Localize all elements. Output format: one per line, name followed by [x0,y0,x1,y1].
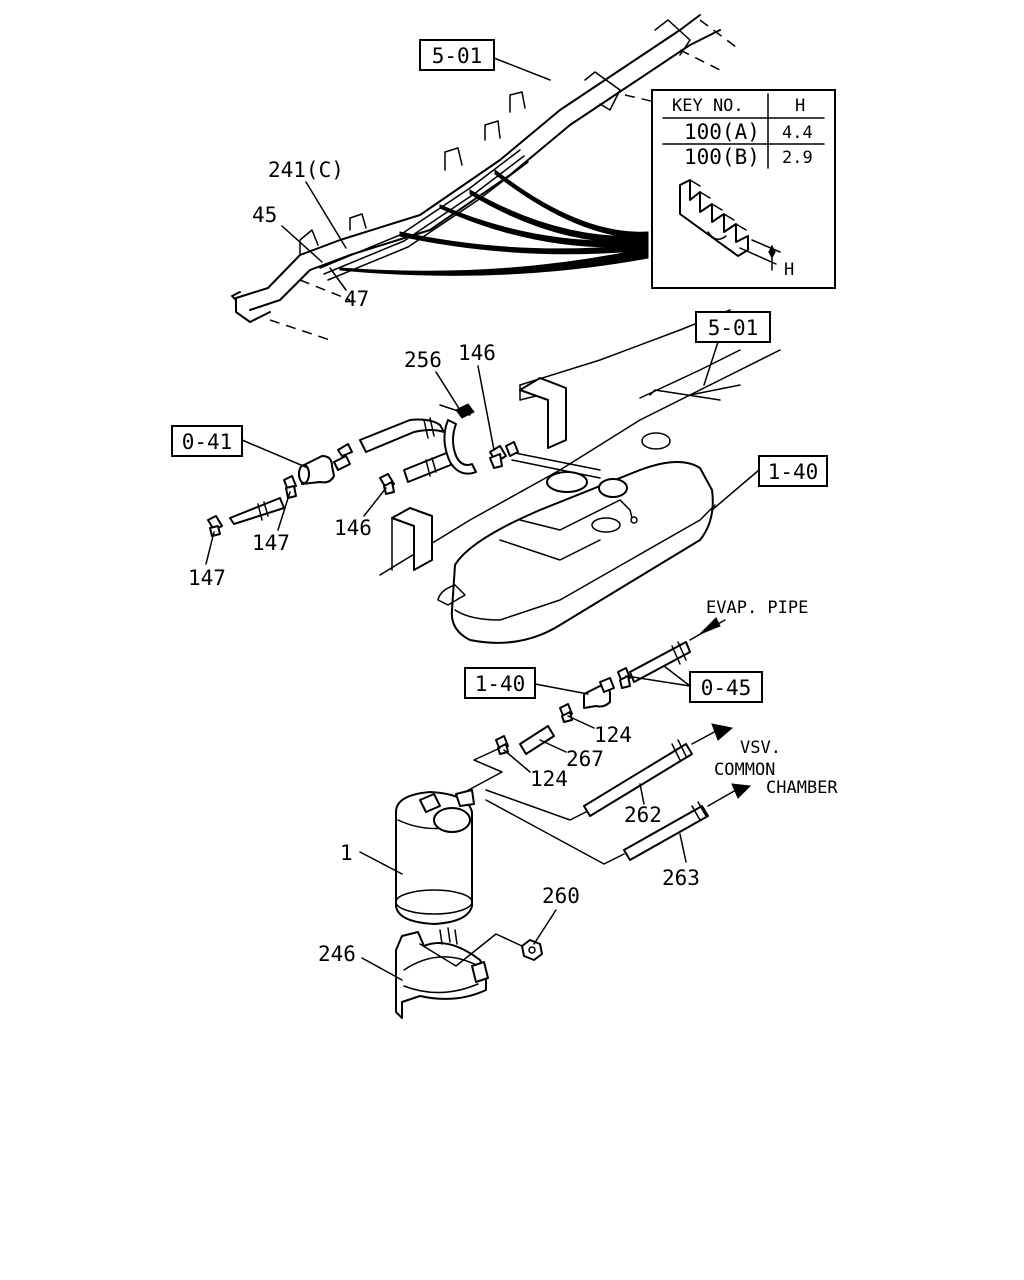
clip-detail-leaders [339,168,649,276]
hoses-tank-area [207,403,601,537]
fuel-tank [437,432,716,644]
svg-text:124: 124 [530,767,568,791]
svg-text:146: 146 [334,516,372,540]
ref-box-1-40-lower: 1-40 [464,667,589,699]
ref-box-0-45: 0-45 [625,665,763,703]
svg-text:263: 263 [662,866,700,890]
svg-text:VSV.: VSV. [740,738,781,758]
svg-text:5-01: 5-01 [432,44,483,68]
svg-text:4.4: 4.4 [782,123,813,143]
svg-text:KEY NO.: KEY NO. [672,96,744,116]
svg-text:0-45: 0-45 [701,676,752,700]
part-labels: 241(C) 45 47 256 146 146 147 147 124 124… [188,158,700,981]
ref-box-0-41: 0-41 [171,425,309,469]
key-table: KEY NO. H 100(A) 4.4 100(B) 2.9 H [672,96,813,280]
canister-bracket [395,927,543,1019]
svg-text:1-40: 1-40 [475,672,526,696]
svg-text:147: 147 [252,531,290,555]
svg-text:H: H [784,260,794,280]
svg-text:47: 47 [344,287,369,311]
svg-text:1-40: 1-40 [768,460,819,484]
frame-rail-mid [379,309,781,576]
svg-text:100(A): 100(A) [684,120,760,144]
svg-text:241(C): 241(C) [268,158,344,182]
svg-text:H: H [795,96,805,116]
ref-box-5-01-top: 5-01 [419,39,551,81]
svg-text:EVAP. PIPE: EVAP. PIPE [706,598,808,618]
svg-text:246: 246 [318,942,356,966]
evap-lines [449,617,752,865]
svg-text:0-41: 0-41 [182,430,233,454]
frame-rail-top [231,14,741,341]
svg-text:2.9: 2.9 [782,148,813,168]
svg-text:45: 45 [252,203,277,227]
svg-text:147: 147 [188,566,226,590]
canister [395,789,475,925]
ref-box-1-40-tank: 1-40 [711,455,828,511]
svg-text:267: 267 [566,747,604,771]
svg-text:CHAMBER: CHAMBER [766,778,838,798]
svg-text:146: 146 [458,341,496,365]
svg-text:COMMON: COMMON [714,760,775,780]
svg-text:124: 124 [594,723,632,747]
svg-text:260: 260 [542,884,580,908]
destination-labels: EVAP. PIPE VSV. COMMON CHAMBER [706,598,838,798]
svg-text:262: 262 [624,803,662,827]
svg-text:1: 1 [340,841,353,865]
svg-text:256: 256 [404,348,442,372]
svg-text:100(B): 100(B) [684,145,760,169]
clip-detail-box [651,89,836,289]
ref-box-5-01-mid: 5-01 [695,311,771,386]
svg-text:5-01: 5-01 [708,316,759,340]
